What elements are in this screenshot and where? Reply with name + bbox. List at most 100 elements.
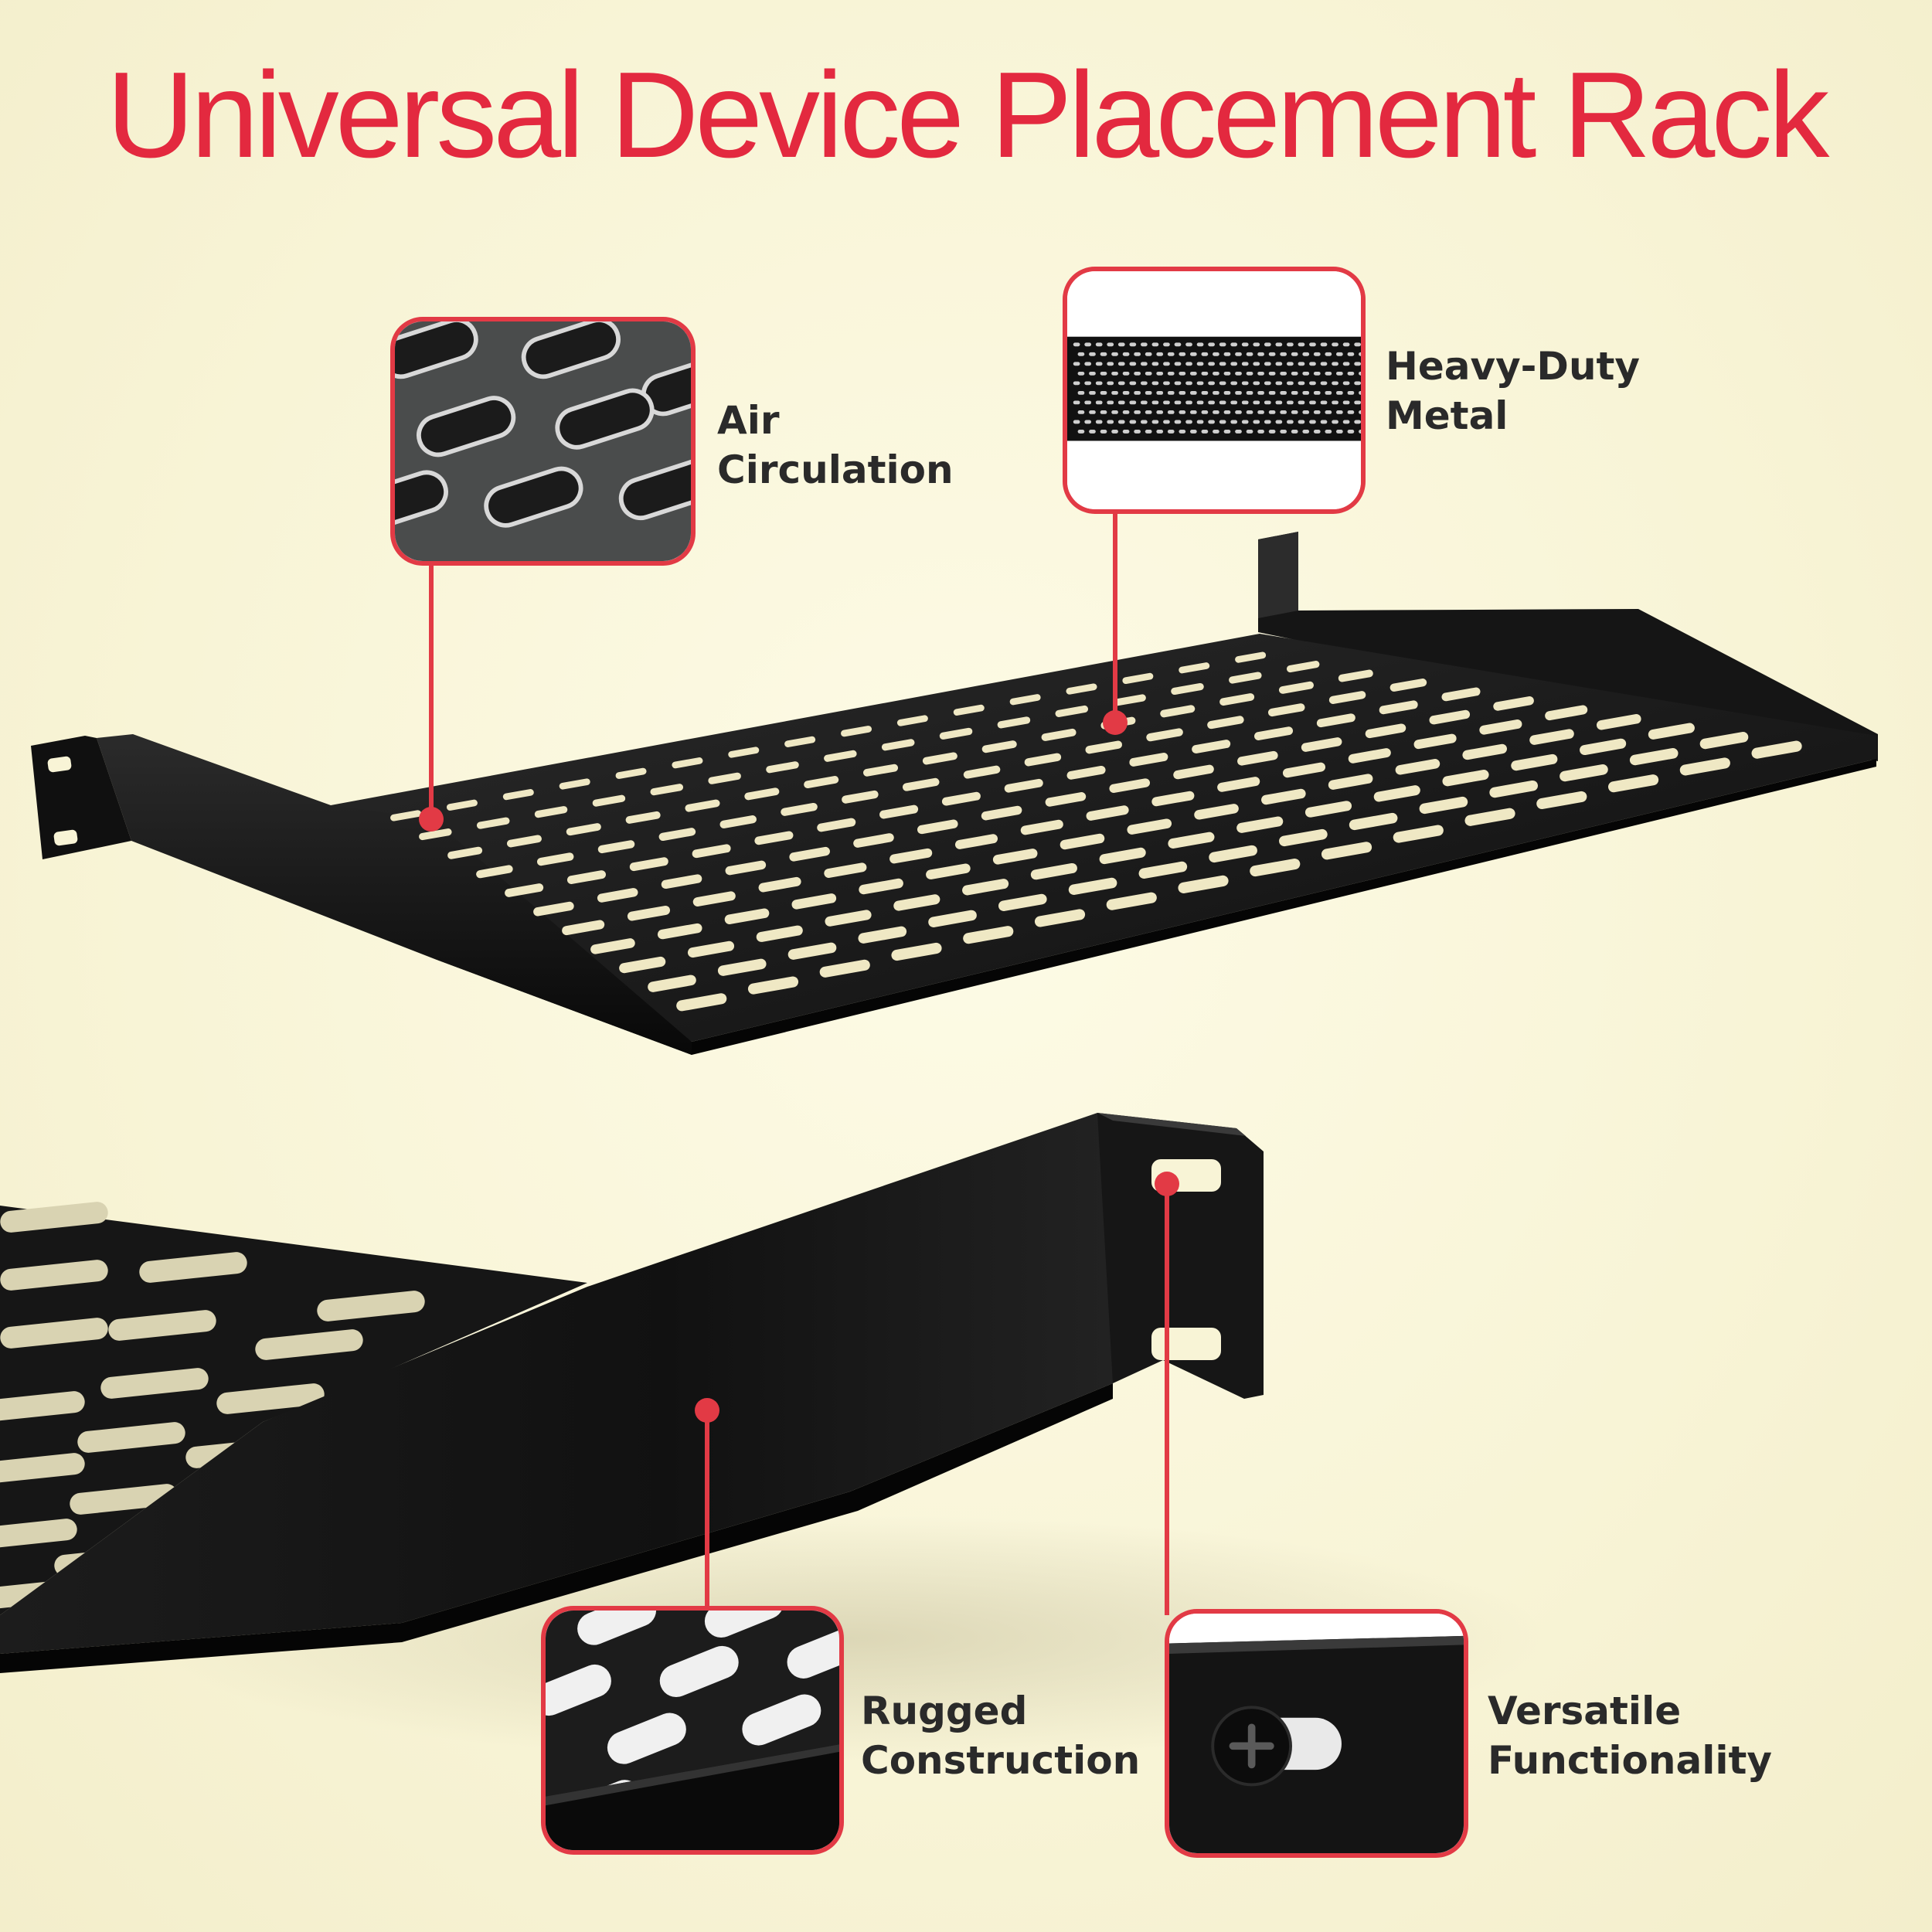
air-slot (841, 726, 872, 737)
mesh-hole (1313, 352, 1321, 356)
mesh-hole (1189, 410, 1197, 414)
mesh-hole (1174, 400, 1182, 405)
mesh-hole (1095, 400, 1103, 405)
mesh-hole (1235, 352, 1242, 356)
mesh-hole (1309, 420, 1316, 424)
air-slot (1122, 672, 1154, 685)
mesh-hole (1347, 371, 1355, 376)
mesh-hole (1342, 420, 1350, 424)
air-slot (747, 976, 799, 995)
mesh-hole (1089, 390, 1096, 395)
mesh-hole (1089, 430, 1096, 434)
air-slot (1030, 862, 1077, 880)
mesh-hole (1302, 430, 1310, 434)
mesh-hole (1208, 342, 1215, 347)
air-slot (1545, 705, 1588, 721)
mesh-hole (1077, 410, 1085, 414)
air-slot (1171, 682, 1204, 696)
air-slot (1236, 816, 1284, 833)
air-slot (1442, 770, 1489, 787)
mesh-hole (1230, 381, 1238, 386)
mesh-hole (1117, 420, 1125, 424)
air-slot (1229, 672, 1262, 684)
air-slot (1194, 804, 1239, 820)
mesh-hole (1073, 400, 1080, 405)
mesh-hole (1268, 430, 1276, 434)
mounting-screw-icon (1169, 1614, 1464, 1853)
air-slot (627, 905, 671, 921)
air-slot (889, 848, 933, 864)
mesh-hole (1084, 342, 1092, 347)
mesh-hole (1219, 420, 1226, 424)
mesh-hole (1302, 390, 1310, 395)
mesh-hole (1111, 430, 1118, 434)
mesh-hole (1107, 420, 1114, 424)
mesh-hole (1257, 371, 1264, 376)
mesh-hole (1077, 371, 1085, 376)
mesh-hole (1100, 390, 1107, 395)
mesh-hole (1291, 371, 1298, 376)
mesh-hole (1117, 362, 1125, 366)
air-slot (766, 761, 799, 774)
mesh-hole (1291, 430, 1298, 434)
mesh-hole (1219, 381, 1226, 386)
air-slot (1282, 762, 1326, 778)
mesh-hole (1347, 410, 1355, 414)
air-slot (1328, 774, 1373, 790)
mesh-hole (1179, 371, 1186, 376)
mesh-hole (1084, 400, 1092, 405)
heavy-duty-metal-zoom (1063, 267, 1366, 514)
mesh-hole (1156, 352, 1164, 356)
large-air-slot (216, 1383, 325, 1414)
air-slot (1024, 753, 1062, 767)
mesh-hole (1179, 410, 1186, 414)
air-slot (1173, 764, 1214, 780)
air-slot (1580, 738, 1627, 756)
mesh-hole (1287, 400, 1294, 405)
air-slot (1041, 728, 1077, 741)
air-slot (390, 810, 422, 821)
mesh-hole (1359, 410, 1361, 414)
air-slot (625, 811, 661, 824)
mesh-hole (1325, 390, 1332, 395)
air-slot (1085, 740, 1122, 754)
mesh-hole (1156, 410, 1164, 414)
large-air-slot (0, 1453, 85, 1484)
mesh-hole (1134, 430, 1141, 434)
large-air-slot (100, 1368, 209, 1399)
air-slot (1338, 669, 1373, 682)
air-slot (1099, 847, 1146, 865)
air-slot (1060, 833, 1105, 850)
air-slot (1699, 732, 1749, 750)
large-air-slot (77, 1422, 185, 1453)
large-air-slot (0, 1318, 108, 1349)
mesh-hole (1253, 362, 1260, 366)
mesh-hole (1342, 362, 1350, 366)
air-slot (1192, 740, 1231, 753)
large-air-slot (255, 1329, 363, 1360)
shelf-edge-icon (546, 1611, 839, 1850)
mesh-hole (1302, 410, 1310, 414)
air-slot (981, 740, 1017, 753)
mesh-hole (1100, 371, 1107, 376)
air-slot (842, 790, 879, 804)
mesh-hole (1134, 371, 1141, 376)
mesh-hole (1230, 342, 1238, 347)
mesh-hole (1156, 430, 1164, 434)
mesh-hole (1246, 410, 1253, 414)
air-slot (1393, 825, 1444, 843)
air-slot (1328, 691, 1366, 704)
mesh-hole (1347, 430, 1355, 434)
air-slot (1034, 909, 1086, 927)
air-slot (963, 765, 1001, 779)
air-slot (1129, 753, 1168, 767)
air-slot (922, 752, 957, 765)
mesh-hole (1201, 410, 1209, 414)
air-slot (953, 704, 985, 716)
mesh-hole (1196, 342, 1204, 347)
page-title: Universal Device Placement Rack (106, 47, 1830, 183)
mesh-hole (1354, 362, 1361, 366)
mesh-hole (1359, 430, 1361, 434)
mesh-hole (1167, 430, 1175, 434)
air-slot (962, 879, 1009, 896)
